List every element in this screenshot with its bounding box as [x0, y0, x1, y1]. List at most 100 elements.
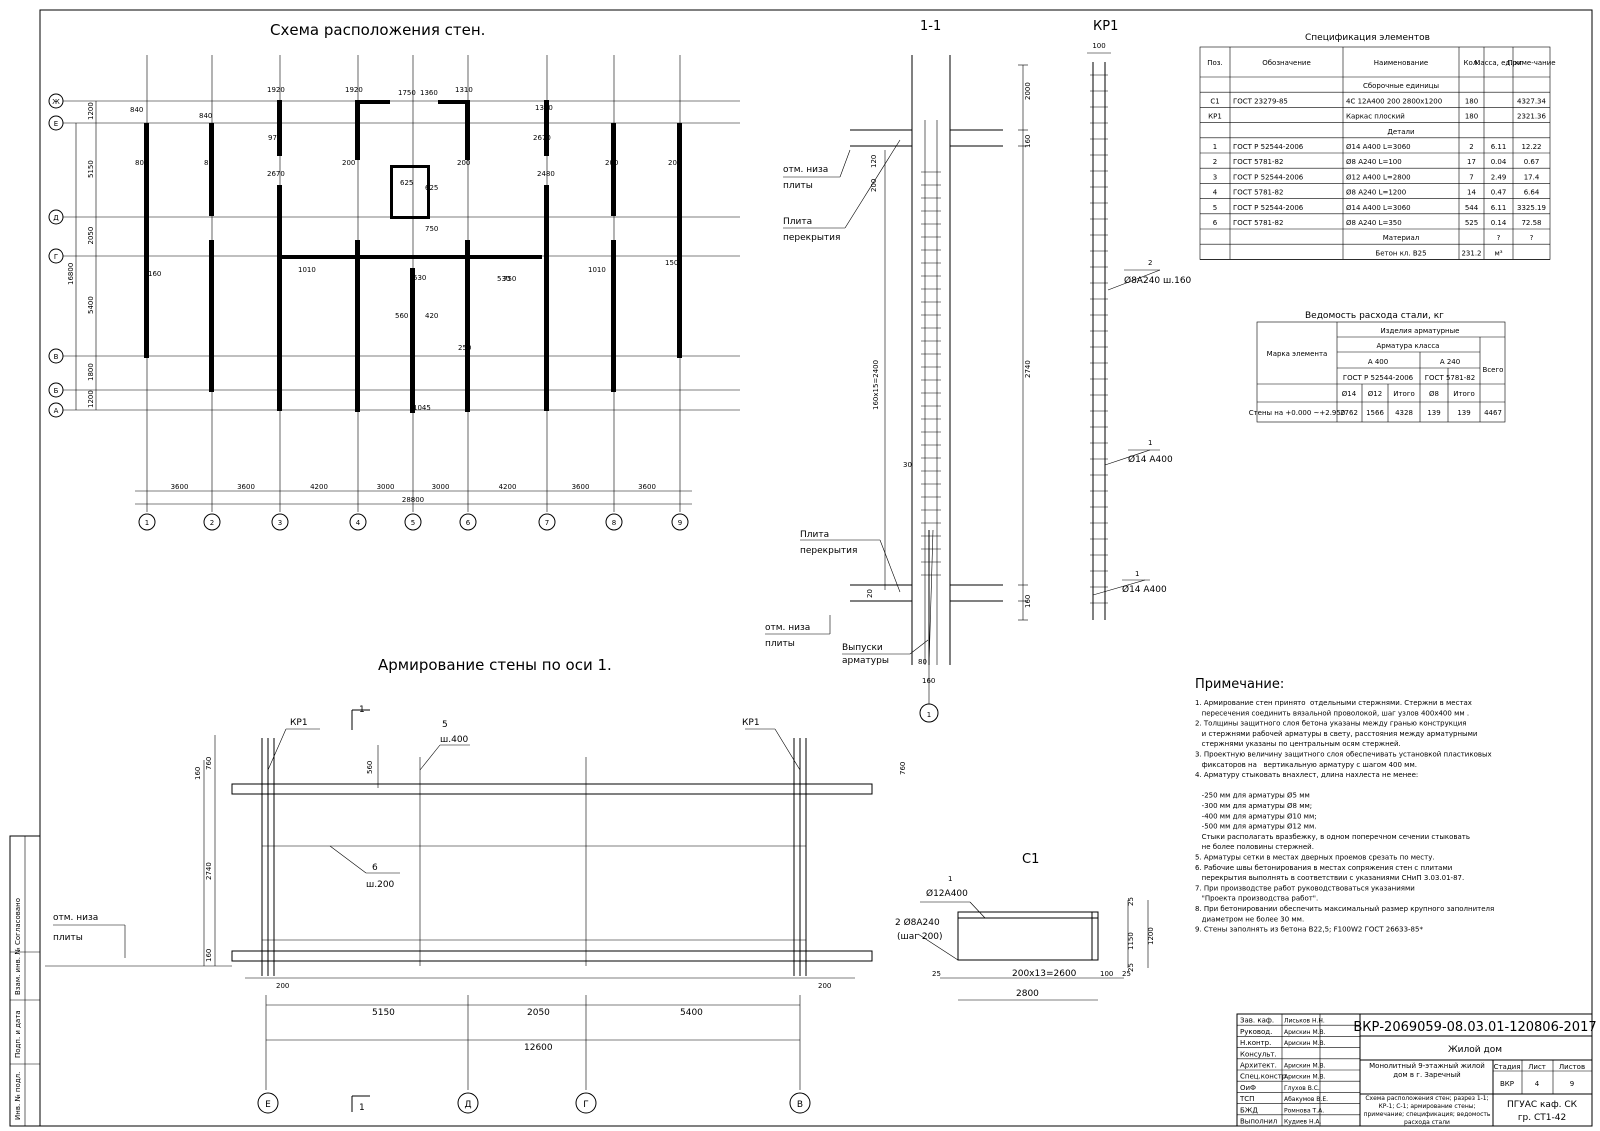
col-dim: 3600 — [171, 483, 189, 491]
section-axis-label: 1 — [927, 711, 931, 719]
note-line: диаметром не более 30 мм. — [1195, 915, 1304, 923]
steel-v-0: 2762 — [1340, 409, 1358, 417]
sheet-frame — [39, 9, 1593, 1127]
side-inv: Инв. № подл. — [14, 1072, 22, 1120]
wall-segment — [390, 165, 430, 168]
wall-segment — [277, 185, 282, 411]
stamp-person: Глухов В.С. — [1284, 1085, 1320, 1092]
row-axis-label: Г — [54, 253, 58, 261]
stamp-role: ТСП — [1239, 1095, 1254, 1103]
spec-cell: 4 — [1213, 189, 1218, 197]
col-axis-bubble — [671, 513, 689, 531]
section-axis-bubble — [919, 703, 939, 723]
stamp-person: Абакумов В.Е. — [1284, 1096, 1328, 1103]
stamp-org: ПГУАС каф. СК — [1507, 1100, 1578, 1110]
frame-kp1: КР1 100 2 Ø8А240 ш.160 1 Ø14 А400 1 Ø14 … — [1087, 19, 1192, 620]
wall-kp-left: КР1 — [290, 718, 308, 728]
spec-cell: Ø8 А240 L=1200 — [1346, 189, 1406, 197]
wall-dim-2740: 2740 — [205, 862, 213, 880]
row-dim: 1200 — [87, 102, 95, 120]
row-axis-label: А — [54, 407, 59, 415]
kp1-callout1-text: Ø14 А400 — [1128, 454, 1173, 465]
stamp-stage-h: Стадия — [1494, 1063, 1521, 1071]
spec-cell: 5 — [1213, 204, 1217, 212]
note-line: 3. Проектную величину защитного слоя обе… — [1195, 751, 1492, 759]
c1-title: С1 — [1022, 852, 1039, 867]
wall-segment — [465, 100, 470, 160]
section-plate-bottom: Плита — [800, 530, 829, 540]
stamp-sheets: 9 — [1570, 1080, 1574, 1088]
col-total: 28800 — [402, 496, 424, 504]
kp1-top-dim: 100 — [1092, 42, 1105, 50]
stamp-sheet: 4 — [1535, 1080, 1540, 1088]
section-plate-bottom-2: перекрытия — [800, 546, 857, 556]
spec-cell: КР1 — [1208, 113, 1222, 121]
wall-axis-label: Г — [583, 1100, 589, 1110]
side-approval-strip: Согласовано Взам. инв. № Подп. и дата Ин… — [10, 836, 40, 1126]
stamp-building: Монолитный 9-этажный жилой дом в г. Заре… — [1369, 1062, 1485, 1079]
note-line: 4. Арматуру стыковать внахлест, длина на… — [1195, 771, 1418, 779]
col-axis-label: 2 — [210, 519, 214, 527]
c1-dim-25b: 25 — [1122, 970, 1131, 978]
plan-dim-note: 1045 — [413, 404, 431, 412]
spec-cell: 6.64 — [1524, 189, 1540, 197]
wall-segment — [677, 123, 682, 358]
spec-cell: Ø8 А240 L=350 — [1346, 219, 1402, 227]
plan-dim-note: 970 — [268, 134, 281, 142]
spec-cell: ГОСТ Р 52544-2006 — [1233, 143, 1304, 151]
wall-reinforcement-axis-1: Армирование стены по оси 1. КР1 КР1 5 ш.… — [45, 656, 907, 1114]
note-line: "Проекта производства работ". — [1195, 895, 1318, 903]
spec-cell: 525 — [1465, 219, 1478, 227]
wall-cut-top: 1 — [359, 705, 365, 715]
plan-dim-note: 1010 — [298, 266, 316, 274]
wall-mark-2: плиты — [53, 933, 83, 943]
section-dim-120: 120 — [870, 155, 878, 168]
steel-hc-2: Итого — [1393, 390, 1415, 398]
spec-cell: 4С 12А400 200 2800x1200 — [1346, 97, 1442, 105]
spec-cell: 14 — [1467, 189, 1476, 197]
wall-axis-bubble — [789, 1092, 811, 1114]
plan-dim-note: 420 — [425, 312, 438, 320]
col-axis-label: 1 — [145, 519, 149, 527]
wall-segment — [355, 240, 360, 412]
plan-dim-note: 200 — [668, 159, 681, 167]
mesh-c1: С1 1 Ø12А400 2 Ø8А240 (шаг 200) 25 200x1… — [895, 852, 1155, 1001]
spec-cell: ГОСТ Р 52544-2006 — [1233, 204, 1304, 212]
spec-cell: Сборочные единицы — [1363, 82, 1439, 90]
plan-dim-note: 1310 — [455, 86, 473, 94]
steel-h-total: Всего — [1483, 366, 1504, 374]
steel-v-2: 4328 — [1395, 409, 1413, 417]
spec-cell: Каркас плоский — [1346, 113, 1405, 121]
c1-dim-100: 100 — [1100, 970, 1113, 978]
plan-dim-note: 560 — [395, 312, 408, 320]
spec-cell: 1 — [1213, 143, 1217, 151]
stamp-stage: ВКР — [1500, 1080, 1514, 1088]
spec-cell: Материал — [1383, 234, 1419, 242]
col-dim: 3600 — [572, 483, 590, 491]
col-axis-bubble — [203, 513, 221, 531]
col-axis-bubble — [605, 513, 623, 531]
side-replace: Взам. инв. № — [14, 947, 22, 995]
row-dim: 2050 — [87, 227, 95, 245]
plan-dim-note: 160 — [148, 270, 161, 278]
col-dim: 3600 — [638, 483, 656, 491]
notes-title: Примечание: — [1195, 677, 1284, 692]
spec-cell: 17 — [1467, 158, 1476, 166]
spec-cell: ? — [1497, 234, 1501, 242]
wall-segment — [277, 100, 282, 156]
wall-segment — [410, 268, 415, 413]
notes-block: Примечание: 1. Армирование стен принято … — [1195, 677, 1494, 934]
wall-segment — [611, 123, 616, 216]
spec-header: Обозначение — [1262, 59, 1311, 67]
stamp-role: Архитект. — [1240, 1062, 1277, 1070]
spec-cell: ГОСТ 5781-82 — [1233, 158, 1283, 166]
spec-cell: м³ — [1494, 249, 1502, 257]
c1-dim-25c: 25 — [1127, 897, 1135, 906]
plan-dim-note: 1750 — [398, 89, 416, 97]
note-line: 2. Толщины защитного слоя бетона указаны… — [1195, 720, 1467, 728]
steel-consumption-table: Ведомость расхода стали, кг Марка элемен… — [1249, 311, 1506, 423]
wall-segment — [277, 255, 542, 259]
col-axis-bubble — [271, 513, 289, 531]
